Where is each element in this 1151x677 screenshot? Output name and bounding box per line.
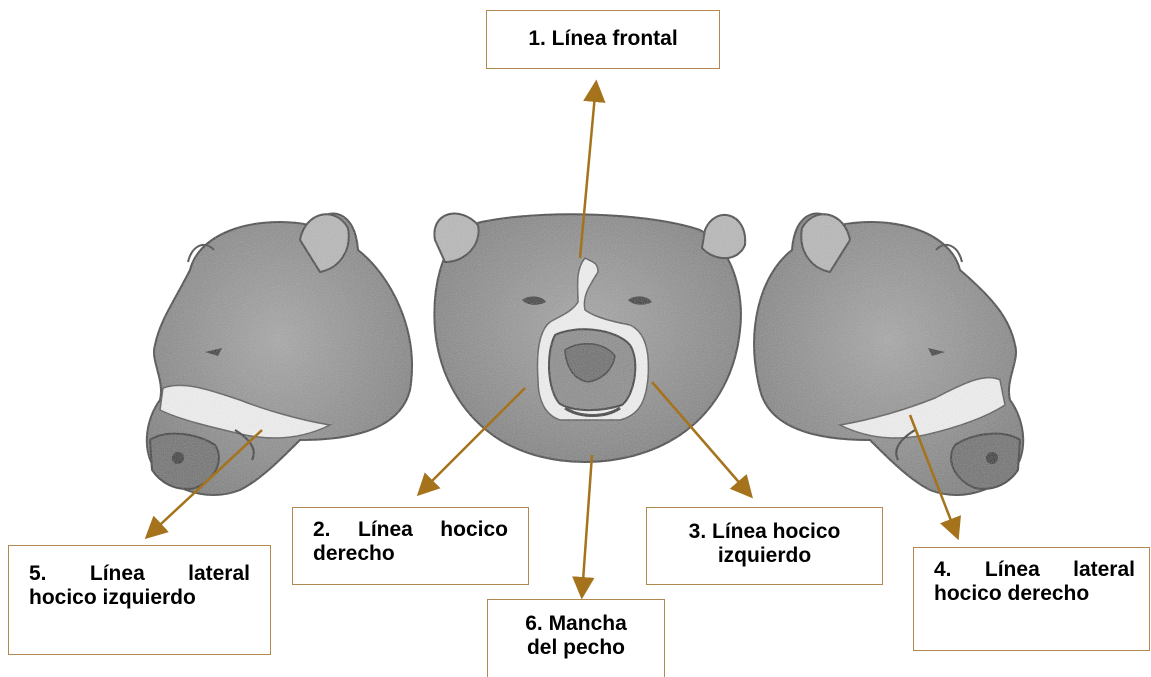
label-snout-left-line-2: izquierdo bbox=[657, 544, 872, 568]
label-frontal-line: 1. Línea frontal bbox=[486, 10, 720, 69]
label-chest-patch-line-1: 6. Mancha bbox=[498, 612, 654, 636]
bear-head-right-profile bbox=[754, 214, 1023, 495]
label-lateral-left: 5. Línea lateral hocico izquierdo bbox=[8, 545, 271, 655]
label-lateral-right-line-1: 4. Línea lateral bbox=[934, 558, 1135, 582]
label-chest-patch: 6. Mancha del pecho bbox=[487, 599, 665, 677]
label-snout-right-line-2: derecho bbox=[313, 542, 508, 566]
bear-head-frontal bbox=[434, 214, 745, 462]
label-lateral-left-line-2: hocico izquierdo bbox=[29, 586, 250, 610]
bear-head-left-profile bbox=[147, 214, 412, 495]
label-lateral-left-line-1: 5. Línea lateral bbox=[29, 562, 250, 586]
label-snout-left-line-1: 3. Línea hocico bbox=[657, 520, 872, 544]
label-snout-left: 3. Línea hocico izquierdo bbox=[646, 507, 883, 585]
label-chest-patch-line-2: del pecho bbox=[498, 636, 654, 660]
label-lateral-right: 4. Línea lateral hocico derecho bbox=[913, 547, 1150, 651]
label-snout-right-line-1: 2. Línea hocico bbox=[313, 518, 508, 542]
label-frontal-line-text: 1. Línea frontal bbox=[528, 27, 677, 50]
label-snout-right: 2. Línea hocico derecho bbox=[292, 507, 529, 585]
arrow-chest bbox=[582, 455, 592, 595]
label-lateral-right-line-2: hocico derecho bbox=[934, 582, 1135, 606]
